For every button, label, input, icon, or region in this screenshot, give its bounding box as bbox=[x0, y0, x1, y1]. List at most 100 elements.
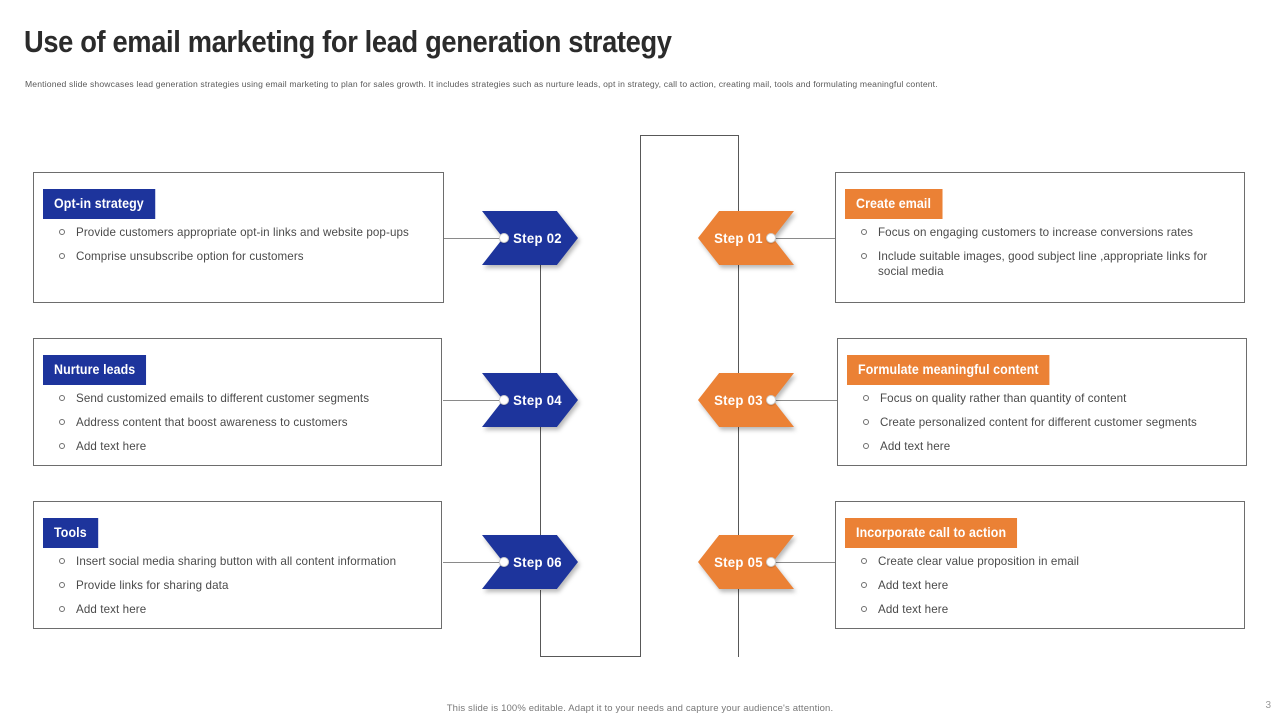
bullet-circle-icon bbox=[59, 395, 65, 401]
list-item: Insert social media sharing button with … bbox=[46, 554, 431, 569]
connector-knob-step-05 bbox=[766, 557, 776, 567]
step-label: Step 05 bbox=[714, 554, 763, 570]
bullet-circle-icon bbox=[863, 395, 869, 401]
step-badge-step-02[interactable]: Step 02 bbox=[482, 211, 578, 265]
card-nurture-leads[interactable]: Nurture leads Send customized emails to … bbox=[33, 338, 442, 466]
connector-line-blue-lower bbox=[540, 426, 541, 540]
bullet-circle-icon bbox=[863, 419, 869, 425]
card-tools[interactable]: Tools Insert social media sharing button… bbox=[33, 501, 442, 629]
bullet-circle-icon bbox=[861, 582, 867, 588]
connector-line-orange-upper bbox=[738, 264, 739, 378]
card-title-incorporate-call-to-action: Incorporate call to action bbox=[845, 518, 1018, 548]
bullet-circle-icon bbox=[59, 253, 65, 259]
page-subtitle: Mentioned slide showcases lead generatio… bbox=[25, 79, 938, 89]
bullet-circle-icon bbox=[861, 558, 867, 564]
step-label: Step 02 bbox=[513, 230, 562, 246]
chevron-right-icon bbox=[482, 211, 578, 265]
list-item-text: Comprise unsubscribe option for customer… bbox=[76, 250, 304, 263]
page-title: Use of email marketing for lead generati… bbox=[24, 24, 672, 59]
bullet-list-nurture-leads: Send customized emails to different cust… bbox=[46, 391, 431, 463]
bullet-list-tools: Insert social media sharing button with … bbox=[46, 554, 431, 626]
leader-line-step-05 bbox=[772, 562, 836, 563]
step-badge-step-05[interactable]: Step 05 bbox=[698, 535, 794, 589]
list-item-text: Add text here bbox=[76, 440, 147, 453]
card-title-nurture-leads: Nurture leads bbox=[43, 355, 147, 385]
list-item: Send customized emails to different cust… bbox=[46, 391, 431, 406]
step-badge-step-06[interactable]: Step 06 bbox=[482, 535, 578, 589]
list-item-text: Focus on quality rather than quantity of… bbox=[880, 392, 1127, 405]
center-rail-bottom bbox=[540, 590, 640, 657]
chevron-right-icon bbox=[482, 535, 578, 589]
card-title-opt-in-strategy: Opt-in strategy bbox=[43, 189, 155, 219]
chevron-right-icon bbox=[482, 373, 578, 427]
bullet-list-opt-in-strategy: Provide customers appropriate opt-in lin… bbox=[46, 225, 433, 273]
card-title-create-email: Create email bbox=[845, 189, 943, 219]
chevron-left-icon bbox=[698, 535, 794, 589]
step-badge-step-03[interactable]: Step 03 bbox=[698, 373, 794, 427]
list-item-text: Add text here bbox=[878, 579, 949, 592]
page-number: 3 bbox=[1265, 700, 1271, 711]
connector-line-blue-upper bbox=[540, 264, 541, 378]
bullet-circle-icon bbox=[863, 443, 869, 449]
step-label: Step 04 bbox=[513, 392, 562, 408]
list-item-text: Send customized emails to different cust… bbox=[76, 392, 370, 405]
bullet-circle-icon bbox=[59, 582, 65, 588]
list-item: Provide customers appropriate opt-in lin… bbox=[46, 225, 433, 240]
list-item-text: Add text here bbox=[878, 603, 949, 616]
card-title-tools: Tools bbox=[43, 518, 98, 548]
list-item-text: Insert social media sharing button with … bbox=[76, 555, 397, 568]
bullet-circle-icon bbox=[59, 419, 65, 425]
list-item-text: Add text here bbox=[880, 440, 951, 453]
list-item: Include suitable images, good subject li… bbox=[848, 249, 1234, 279]
list-item: Create clear value proposition in email bbox=[848, 554, 1234, 569]
leader-line-step-02 bbox=[444, 238, 506, 239]
bullet-circle-icon bbox=[861, 253, 867, 259]
bullet-list-formulate-meaningful-content: Focus on quality rather than quantity of… bbox=[850, 391, 1236, 463]
card-incorporate-call-to-action[interactable]: Incorporate call to action Create clear … bbox=[835, 501, 1245, 629]
bullet-circle-icon bbox=[59, 558, 65, 564]
card-create-email[interactable]: Create email Focus on engaging customers… bbox=[835, 172, 1245, 303]
card-opt-in-strategy[interactable]: Opt-in strategy Provide customers approp… bbox=[33, 172, 444, 303]
step-badge-step-01[interactable]: Step 01 bbox=[698, 211, 794, 265]
bullet-circle-icon bbox=[59, 606, 65, 612]
connector-line-orange-lower bbox=[738, 426, 739, 540]
leader-line-step-01 bbox=[772, 238, 836, 239]
leader-line-step-03 bbox=[772, 400, 837, 401]
list-item: Add text here bbox=[848, 602, 1234, 617]
connector-line-orange-top bbox=[738, 135, 739, 213]
bullet-circle-icon bbox=[59, 443, 65, 449]
step-label: Step 03 bbox=[714, 392, 763, 408]
card-formulate-meaningful-content[interactable]: Formulate meaningful content Focus on qu… bbox=[837, 338, 1247, 466]
step-label: Step 06 bbox=[513, 554, 562, 570]
list-item: Comprise unsubscribe option for customer… bbox=[46, 249, 433, 264]
list-item-text: Address content that boost awareness to … bbox=[76, 416, 348, 429]
connector-line-orange-bottom bbox=[738, 590, 739, 657]
bullet-circle-icon bbox=[861, 229, 867, 235]
step-label: Step 01 bbox=[714, 230, 763, 246]
bullet-circle-icon bbox=[861, 606, 867, 612]
list-item: Add text here bbox=[850, 439, 1236, 454]
list-item-text: Add text here bbox=[76, 603, 147, 616]
step-badge-step-04[interactable]: Step 04 bbox=[482, 373, 578, 427]
card-title-formulate-meaningful-content: Formulate meaningful content bbox=[847, 355, 1050, 385]
list-item: Provide links for sharing data bbox=[46, 578, 431, 593]
connector-knob-step-03 bbox=[766, 395, 776, 405]
list-item: Focus on engaging customers to increase … bbox=[848, 225, 1234, 240]
connector-knob-step-06 bbox=[499, 557, 509, 567]
list-item-text: Create personalized content for differen… bbox=[880, 416, 1197, 429]
list-item: Add text here bbox=[46, 439, 431, 454]
connector-knob-step-02 bbox=[499, 233, 509, 243]
list-item: Add text here bbox=[46, 602, 431, 617]
list-item-text: Provide links for sharing data bbox=[76, 579, 229, 592]
list-item: Add text here bbox=[848, 578, 1234, 593]
connector-knob-step-01 bbox=[766, 233, 776, 243]
list-item: Focus on quality rather than quantity of… bbox=[850, 391, 1236, 406]
list-item: Create personalized content for differen… bbox=[850, 415, 1236, 430]
leader-line-step-04 bbox=[443, 400, 506, 401]
connector-knob-step-04 bbox=[499, 395, 509, 405]
bullet-circle-icon bbox=[59, 229, 65, 235]
bullet-list-incorporate-call-to-action: Create clear value proposition in email … bbox=[848, 554, 1234, 626]
footer-note: This slide is 100% editable. Adapt it to… bbox=[446, 703, 834, 714]
list-item-text: Create clear value proposition in email bbox=[878, 555, 1080, 568]
bullet-list-create-email: Focus on engaging customers to increase … bbox=[848, 225, 1234, 288]
